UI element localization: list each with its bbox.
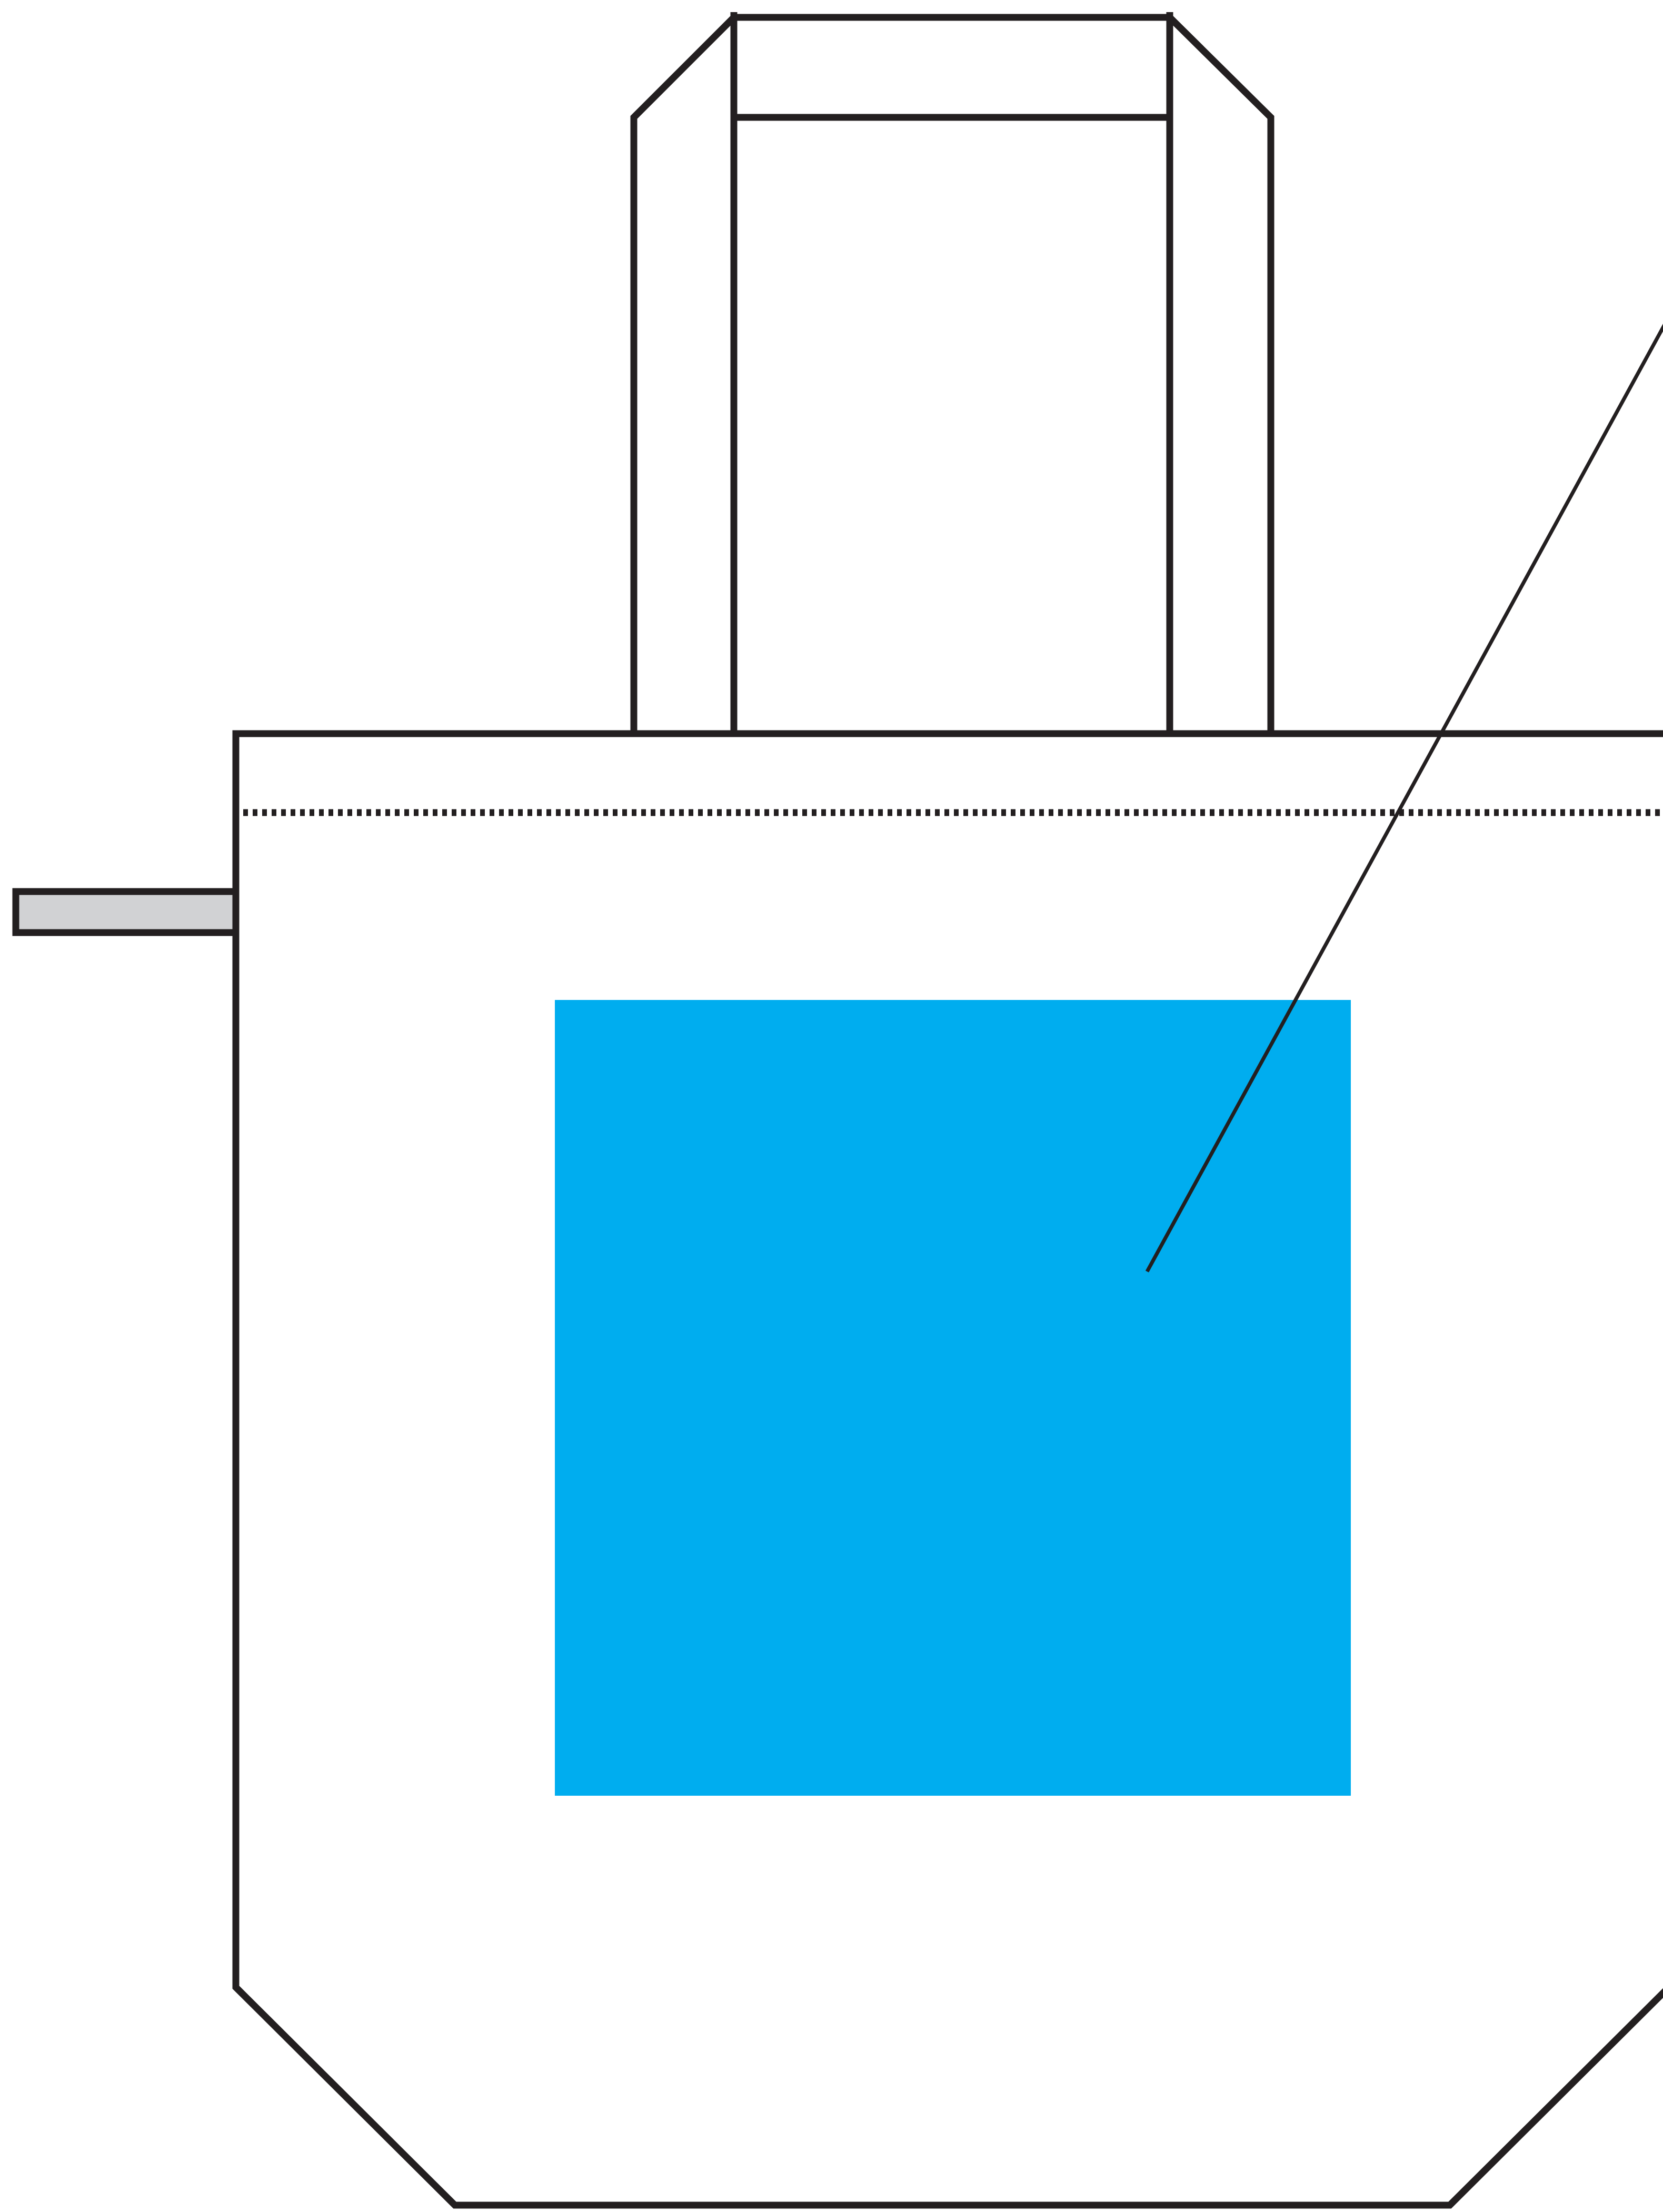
leader-line xyxy=(1145,324,1663,1273)
print-area xyxy=(555,1000,1351,1796)
handle-outer-outline xyxy=(630,14,1274,737)
handle-inner-outline xyxy=(730,114,1173,737)
side-tab xyxy=(12,888,240,936)
